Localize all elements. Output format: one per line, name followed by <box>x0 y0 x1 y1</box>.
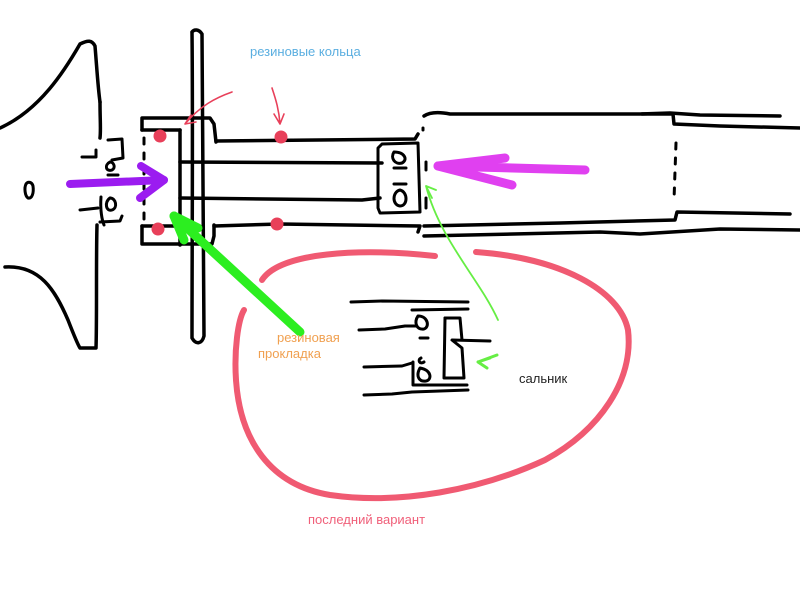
oil-seal-label: сальник <box>519 371 568 386</box>
rubber-ring-dot <box>151 222 165 236</box>
purple-arrow-icon <box>66 162 168 202</box>
seal-detail-inset <box>349 299 499 397</box>
green-pointer-line <box>425 185 499 321</box>
rubber-rings-pointers <box>184 87 285 125</box>
latest-variant-label: последний вариант <box>308 512 426 527</box>
rubber-rings-label: резиновые кольца <box>250 44 361 59</box>
rubber-ring-dots <box>151 129 288 236</box>
impeller-body <box>0 39 125 350</box>
pipe <box>421 110 800 238</box>
magenta-arrow-icon <box>433 153 590 190</box>
variant-circle <box>232 249 632 502</box>
rubber-gasket-label: резиновая прокладка <box>258 330 340 362</box>
rubber-gasket-label-line2: прокладка <box>258 346 321 361</box>
rubber-ring-dot <box>274 130 288 144</box>
flange-plate <box>190 28 206 345</box>
green-arrow-icon <box>169 211 305 337</box>
hub-slot <box>23 180 35 200</box>
seal-housing <box>376 141 428 215</box>
rubber-gasket-label-line1: резиновая <box>277 330 340 345</box>
rubber-ring-dot <box>270 217 284 231</box>
rubber-ring-dot <box>153 129 167 143</box>
